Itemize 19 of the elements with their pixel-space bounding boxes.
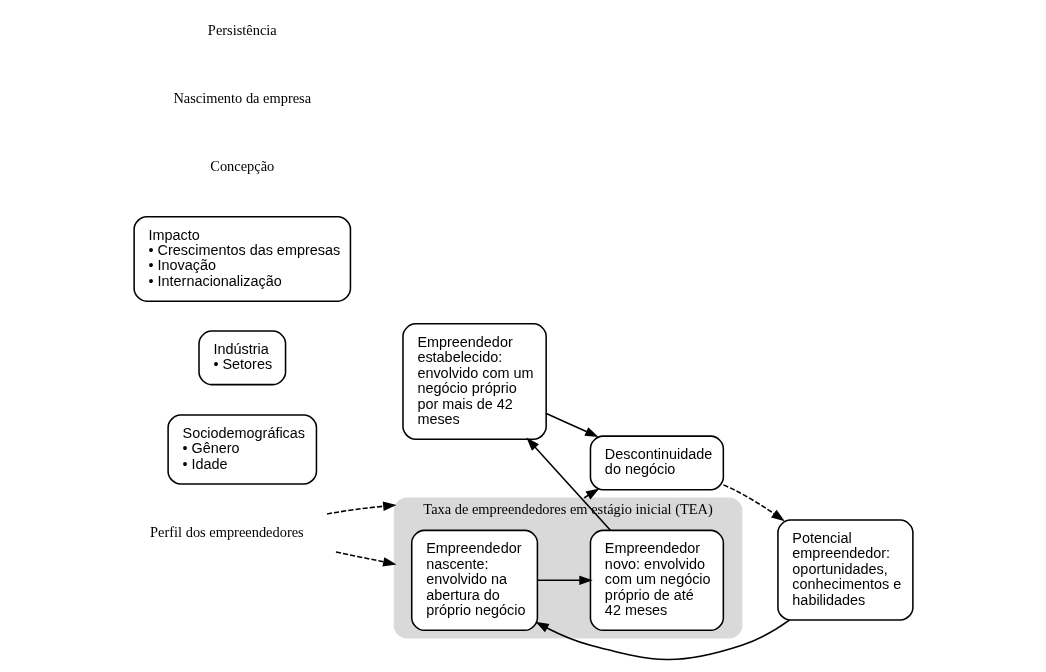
label: Persistência [207,22,277,39]
arrow [545,412,599,438]
arrow [534,619,790,661]
node-box: Empreendedor nascente: envolvido na abertura do próprio negócio [410,529,538,632]
label: Nascimento da empresa [172,90,311,107]
arrow [334,551,396,567]
arrow [525,437,611,531]
node-text: Perfil dos empreendedores [149,523,304,540]
node-box: Indústria • Setores [197,330,286,386]
arrow [536,575,593,586]
node-box: Descontinuidade do negócio [589,435,724,491]
arrow [325,501,397,515]
node-box: Impacto • Crescimentos das empresas • Inovação • Internacionalização [132,215,351,302]
label: Concepção [209,158,274,175]
node-box: Sociodemográficas • Gênero • Idade [166,414,317,485]
node-box: Potencial empreendedor: oportunidades, conhecimentos e habilidades [776,519,914,621]
node-box: Empreendedor novo: envolvido com um negócio próprio de até 42 meses [589,529,724,632]
node-box: Empreendedor estabelecido: envolvido com um negócio próprio por mais de 42 meses [401,323,547,440]
arrow [722,484,785,522]
